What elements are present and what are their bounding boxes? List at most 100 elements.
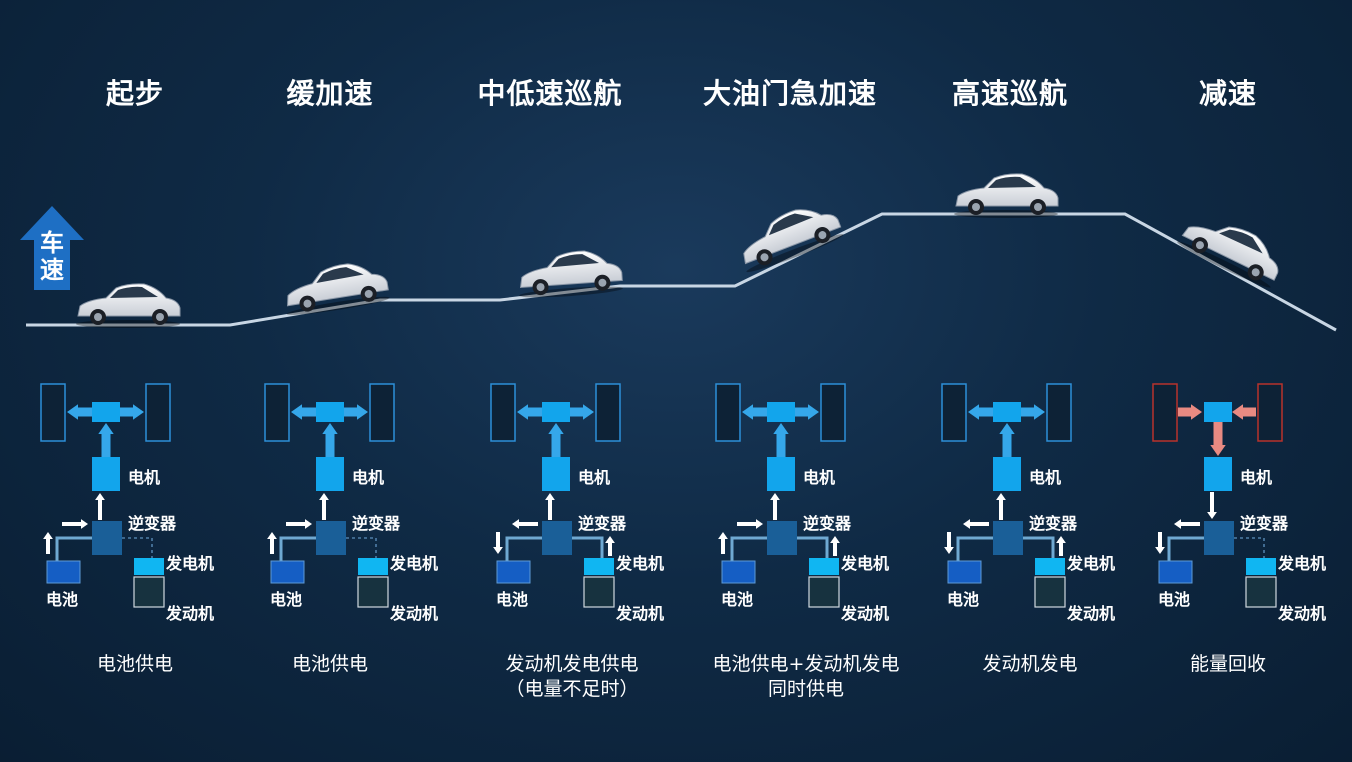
inverter-icon [316, 521, 346, 555]
generator-line [572, 536, 604, 558]
battery-label: 电池 [46, 590, 79, 609]
flow-arrow-up-head [43, 532, 53, 539]
generator-label: 发电机 [1067, 554, 1116, 573]
stage-title-slow-accel: 缓加速 [286, 77, 374, 110]
drive-arrow-left-head [67, 404, 78, 420]
battery-label: 电池 [721, 590, 754, 609]
stage-title-hard-accel: 大油门急加速 [702, 77, 877, 110]
flow-arrow-down-head [944, 547, 954, 554]
battery-line [1167, 536, 1204, 561]
flow-arrow-down-head [1207, 512, 1217, 519]
flow-arrow-down-head [1155, 547, 1165, 554]
flow-arrow-up-head [1056, 536, 1066, 543]
drive-arrow-up-head [773, 423, 789, 434]
differential-icon [767, 402, 795, 422]
generator-icon [1246, 558, 1276, 575]
generator-line [797, 536, 829, 558]
generator-label: 发电机 [1278, 554, 1327, 573]
powertrain-diagram-low-speed-cruise: 电机逆变器发电机电池发动机 [488, 380, 688, 630]
flow-arrow-right-head [305, 519, 312, 529]
inverter-icon [767, 521, 797, 555]
wheel-left-icon [941, 383, 967, 442]
inverter-label: 逆变器 [578, 514, 627, 533]
battery-icon [46, 560, 81, 584]
drive-arrow-up-head [322, 423, 338, 434]
engine-label: 发动机 [166, 604, 215, 623]
engine-icon [133, 576, 165, 608]
motor-label: 电机 [128, 468, 161, 487]
wheel-right-icon [820, 383, 846, 442]
differential-icon [993, 402, 1021, 422]
drive-arrow-up-head [98, 423, 114, 434]
caption-line: 电池供电 [291, 653, 368, 675]
wheel-left-icon [1152, 383, 1178, 442]
engine-label: 发动机 [1278, 604, 1327, 623]
battery-label: 电池 [496, 590, 529, 609]
wheel-left-icon [715, 383, 741, 442]
caption-line: 同时供电 [767, 678, 844, 700]
battery-line [505, 536, 542, 561]
engine-icon [357, 576, 389, 608]
regen-arrow-down-head [1210, 445, 1226, 456]
inverter-icon [542, 521, 572, 555]
battery-label: 电池 [270, 590, 303, 609]
flow-arrow-up-head [95, 493, 105, 500]
flow-arrow-up-head [830, 536, 840, 543]
generator-icon [1035, 558, 1065, 575]
drive-arrow-right-head [357, 404, 368, 420]
drive-arrow-up-head [999, 423, 1015, 434]
engine-icon [1034, 576, 1066, 608]
drive-arrow-left-head [742, 404, 753, 420]
motor-icon [92, 457, 120, 491]
flow-arrow-down-head [493, 547, 503, 554]
regen-arrow-left-head [1191, 404, 1202, 420]
differential-icon [542, 402, 570, 422]
caption-line: 电池供电+发动机发电 [712, 653, 900, 675]
wheel-right-icon [369, 383, 395, 442]
engine-icon [1245, 576, 1277, 608]
stage-title-low-speed-cruise: 中低速巡航 [477, 77, 623, 110]
battery-icon [1158, 560, 1193, 584]
battery-icon [496, 560, 531, 584]
speed-axis-label: 车速 [40, 229, 64, 284]
wheel-left-icon [264, 383, 290, 442]
car-decelerate [1174, 205, 1289, 292]
generator-icon [584, 558, 614, 575]
inverter-icon [993, 521, 1023, 555]
car-slow-accel [280, 257, 391, 319]
speed-axis-arrow-icon [20, 206, 84, 290]
drive-arrow-left-head [291, 404, 302, 420]
generator-icon [134, 558, 164, 575]
caption-decelerate: 能量回收 [1108, 652, 1348, 677]
differential-icon [92, 402, 120, 422]
battery-line [55, 536, 92, 561]
inverter-label: 逆变器 [1240, 514, 1289, 533]
battery-label: 电池 [1158, 590, 1191, 609]
wheel-right-icon [595, 383, 621, 442]
generator-icon [809, 558, 839, 575]
engine-icon [583, 576, 615, 608]
drive-arrow-up-head [548, 423, 564, 434]
inverter-label: 逆变器 [352, 514, 401, 533]
caption-start: 电池供电 [15, 652, 255, 677]
caption-low-speed-cruise: 发动机发电供电 （电量不足时） [452, 652, 692, 702]
flow-arrow-up-head [545, 493, 555, 500]
battery-icon [721, 560, 756, 584]
caption-line: 发动机发电 [982, 653, 1078, 675]
drive-arrow-right-head [583, 404, 594, 420]
generator-line-idle [1234, 537, 1265, 558]
flow-arrow-up-head [770, 493, 780, 500]
motor-icon [993, 457, 1021, 491]
battery-line [730, 536, 767, 561]
flow-arrow-up-head [319, 493, 329, 500]
engine-label: 发动机 [390, 604, 439, 623]
stage-title-high-speed-cruise: 高速巡航 [951, 77, 1068, 110]
caption-line: （电量不足时） [505, 678, 639, 700]
powertrain-diagram-high-speed-cruise: 电机逆变器发电机电池发动机 [939, 380, 1139, 630]
motor-label: 电机 [803, 468, 836, 487]
car-hard-accel [731, 196, 846, 276]
drive-arrow-right-head [133, 404, 144, 420]
drive-arrow-right-head [1034, 404, 1045, 420]
inverter-label: 逆变器 [803, 514, 852, 533]
differential-icon [316, 402, 344, 422]
